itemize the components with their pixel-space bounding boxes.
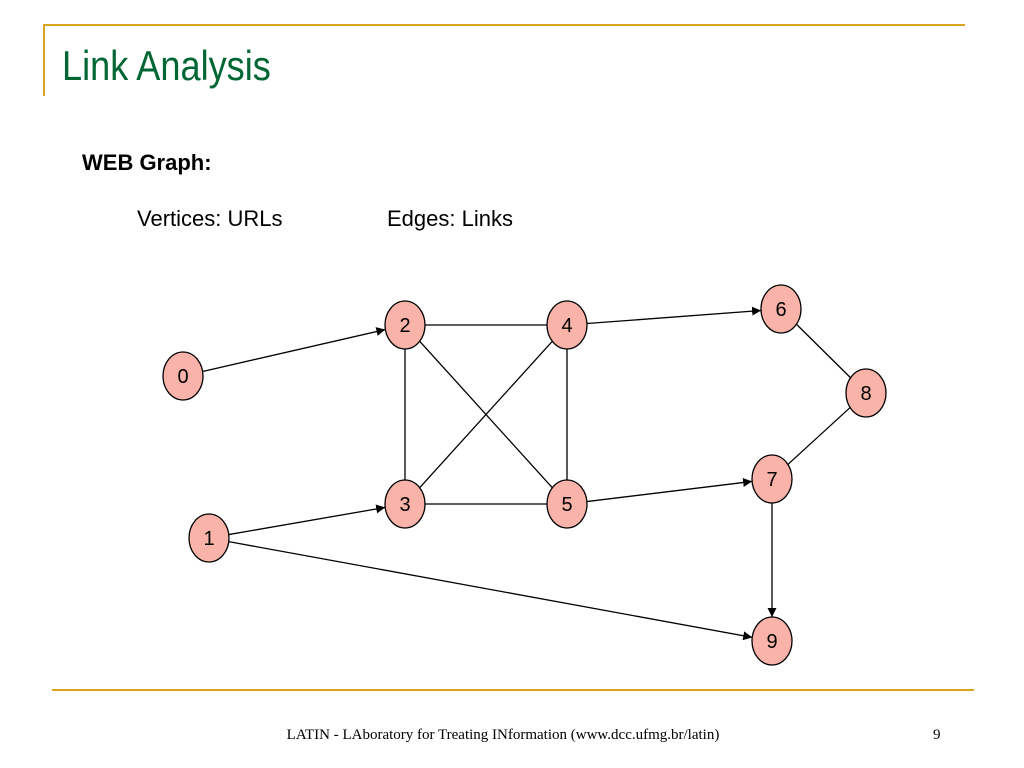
node-circle-4 <box>546 300 588 350</box>
edges-definition: Edges: Links <box>387 206 513 231</box>
node-label-4: 4 <box>561 315 572 337</box>
graph-node-4: 4 <box>546 300 588 350</box>
link-arrow-5-7 <box>586 478 753 503</box>
top-rule <box>43 24 965 26</box>
node-circle-5 <box>546 479 588 529</box>
graph-node-1: 1 <box>188 513 230 563</box>
graph-node-0: 0 <box>162 351 204 401</box>
node-label-6: 6 <box>775 299 786 321</box>
footer-text: LATIN - LAboratory for Treating INformat… <box>286 727 720 743</box>
node-label-1: 1 <box>203 528 214 550</box>
link-line-8-7 <box>787 407 851 465</box>
link-arrow-4-6 <box>586 306 762 325</box>
edge-layer <box>202 306 852 641</box>
node-circle-9 <box>751 616 793 666</box>
graph-node-6: 6 <box>760 284 802 334</box>
node-circle-3 <box>384 479 426 529</box>
link-line-6-8 <box>795 323 852 379</box>
node-circle-7 <box>751 454 793 504</box>
graph-node-5: 5 <box>546 479 588 529</box>
bottom-rule <box>52 689 974 691</box>
graph-node-9: 9 <box>751 616 793 666</box>
link-arrow-1-3 <box>228 504 386 536</box>
node-label-8: 8 <box>860 383 871 405</box>
node-label-0: 0 <box>177 366 188 388</box>
slide-title: Link Analysis <box>62 42 271 89</box>
node-circle-6 <box>760 284 802 334</box>
left-accent-rule <box>43 24 45 96</box>
graph-node-2: 2 <box>384 300 426 350</box>
graph-node-8: 8 <box>845 368 887 418</box>
link-arrow-1-9 <box>228 540 753 641</box>
page-number: 9 <box>933 727 941 743</box>
link-arrow-0-2 <box>202 327 386 373</box>
node-label-5: 5 <box>561 494 572 516</box>
node-circle-1 <box>188 513 230 563</box>
node-circle-8 <box>845 368 887 418</box>
vertices-definition: Vertices: URLs <box>137 206 283 231</box>
node-label-3: 3 <box>399 494 410 516</box>
node-label-7: 7 <box>766 469 777 491</box>
node-label-2: 2 <box>399 315 410 337</box>
node-layer: 0 1 2 3 4 5 6 7 8 9 <box>162 284 887 666</box>
graph-node-7: 7 <box>751 454 793 504</box>
graph-node-3: 3 <box>384 479 426 529</box>
link-line-3-4 <box>419 340 553 489</box>
node-label-9: 9 <box>766 631 777 653</box>
node-circle-0 <box>162 351 204 401</box>
web-graph-heading: WEB Graph: <box>82 150 212 175</box>
node-circle-2 <box>384 300 426 350</box>
